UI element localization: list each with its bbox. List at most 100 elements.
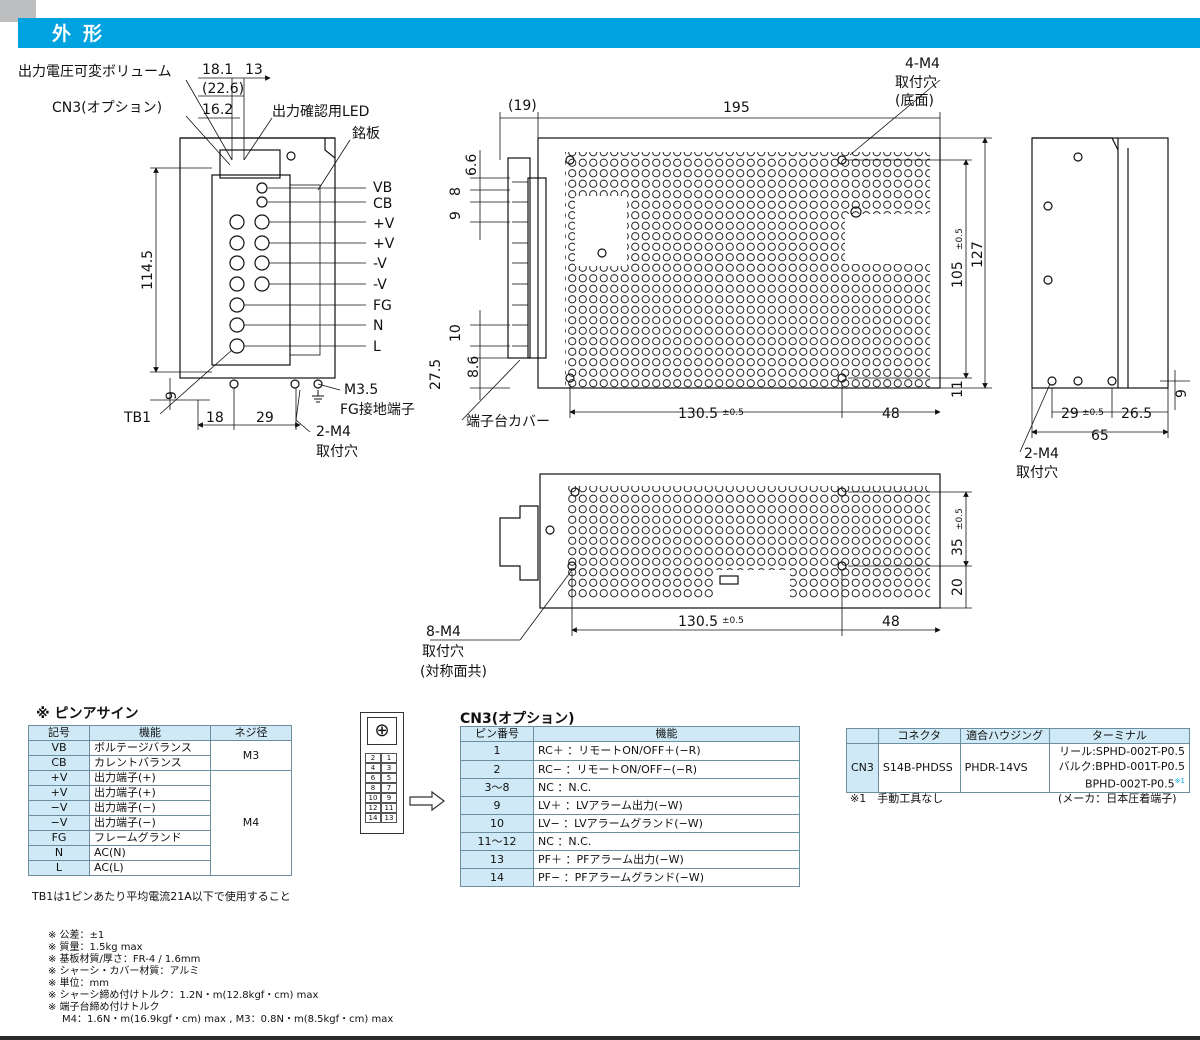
- label-mount-hole-front: 取付穴: [316, 444, 358, 460]
- pin-function: 出力端子(−): [89, 815, 211, 831]
- label-m3-5: M3.5: [344, 382, 378, 398]
- dim-13: 13: [245, 62, 263, 78]
- dim-130-5-bottom: 130.5: [678, 614, 718, 630]
- label-terminal-cover: 端子台カバー: [466, 414, 550, 430]
- notes-block: ※ 公差：±1 ※ 質量：1.5kg max ※ 基板材質/厚さ：FR-4 / …: [48, 930, 393, 1026]
- connector-pin: 7: [381, 783, 397, 793]
- dim-29-end-tol: ±0.5: [1082, 408, 1104, 418]
- terminal-screws: [229, 182, 270, 354]
- dim-130-5-side: 130.5: [678, 406, 718, 422]
- label-voltage-volume: 出力電圧可変ボリューム: [18, 63, 172, 80]
- col-header-function: 機能: [89, 725, 211, 741]
- connector-latch-icon: ⊕: [367, 717, 397, 745]
- label-cn3-option: CN3(オプション): [52, 100, 162, 116]
- pin-function: フレームグランド: [89, 830, 211, 846]
- dim-20: 20: [950, 578, 966, 596]
- cn3-function: LV＋ ：LVアラーム出力(−W): [533, 796, 800, 815]
- end-view: [1019, 137, 1190, 453]
- dim-35: 35: [950, 538, 966, 556]
- bottom-view-text: 35 ±0.5 20 130.5 ±0.5 48 8-M4 取付穴 (対称面共): [420, 508, 966, 680]
- terminal-part: BPHD-002T-P0.5: [1084, 777, 1175, 791]
- dim-8: 8: [448, 187, 464, 196]
- end-view-text: 9 29 ±0.5 26.5 65 2-M4 取付穴: [1016, 389, 1190, 481]
- connector-outline: ⊕ 2 1 4 3 6 5 8 7 10 9 12 11 14 13: [360, 712, 404, 834]
- cn3-function: NC ：N.C.: [533, 832, 800, 851]
- col-header-cn3-function: 機能: [533, 726, 800, 742]
- pin-symbol: FG: [28, 830, 90, 846]
- cn3-pin: 1: [460, 741, 534, 761]
- dim-130-5-bottom-tol: ±0.5: [722, 616, 744, 626]
- label-2-m4-end: 2-M4: [1024, 446, 1059, 462]
- col-header-symbol: 記号: [28, 725, 90, 741]
- connector-pin: 3: [381, 763, 397, 773]
- pin-assign-title: ※ ピンアサイン: [36, 706, 139, 722]
- connector-table: コネクタ 適合ハウジング ターミナル CN3 S14B-PHDSS PHDR-1…: [846, 728, 1191, 793]
- terminal-l: L: [373, 339, 381, 355]
- footnote-mark: ※1: [1174, 777, 1185, 785]
- pin-symbol: +V: [28, 785, 90, 801]
- dim-8-6: 8.6: [466, 356, 482, 378]
- dim-114-5: 114.5: [140, 250, 156, 290]
- terminal-cb: CB: [373, 196, 392, 212]
- front-view: [150, 75, 366, 433]
- label-mount-hole-end: 取付穴: [1016, 465, 1058, 481]
- section-title: 外形: [52, 23, 115, 45]
- cn3-table-title: CN3(オプション): [460, 711, 575, 727]
- label-mount-hole-side: 取付穴: [895, 75, 937, 91]
- dim-65: 65: [1091, 428, 1109, 444]
- connector-pin: 14: [365, 813, 381, 823]
- label-2-m4-front: 2-M4: [316, 424, 351, 440]
- cn3-function: RC− ：リモートON/OFF−(−R): [533, 760, 800, 779]
- dim-10: 10: [448, 324, 464, 342]
- connector-pin: 12: [365, 803, 381, 813]
- connector-header-row: コネクタ 適合ハウジング ターミナル: [846, 728, 1191, 744]
- connector-pin-grid: 2 1 4 3 6 5 8 7 10 9 12 11 14 13: [365, 753, 397, 823]
- connector-pin: 10: [365, 793, 381, 803]
- dim-29: 29: [256, 410, 274, 426]
- note-line: ※ シャーシ締め付けトルク：1.2N・m(12.8kgf・cm) max: [48, 990, 319, 1001]
- connector-pin: 1: [381, 753, 397, 763]
- col-header-screw: ネジ径: [210, 725, 292, 741]
- pin-symbol: −V: [28, 815, 90, 831]
- terminal-minus-v-1: -V: [373, 256, 387, 272]
- col-header-connector: コネクタ: [877, 728, 961, 744]
- note-line: ※ シャーシ・カバー材質：アルミ: [48, 966, 200, 977]
- dim-9-end: 9: [1174, 389, 1190, 398]
- pin-function: 出力端子(−): [89, 800, 211, 816]
- pin-function: カレントバランス: [89, 755, 211, 771]
- dim-48-side: 48: [882, 406, 900, 422]
- col-header-pin-number: ピン番号: [460, 726, 534, 742]
- label-8-m4: 8-M4: [426, 624, 461, 640]
- pin-assign-header-row: 記号 機能 ネジ径: [28, 725, 292, 741]
- pin-function: AC(L): [89, 860, 211, 876]
- note-line: ※ 公差：±1: [48, 930, 105, 941]
- dim-195: 195: [723, 100, 750, 116]
- dim-26-5: 26.5: [1121, 406, 1152, 422]
- dim-48-bottom: 48: [882, 614, 900, 630]
- connector-pin: 2: [365, 753, 381, 763]
- connector-part: S14B-PHDSS: [877, 743, 961, 793]
- connector-pin: 11: [381, 803, 397, 813]
- connector-name: CN3: [846, 743, 879, 793]
- label-4-m4: 4-M4: [905, 56, 940, 72]
- dim-29-end: 29: [1061, 406, 1079, 422]
- arrow-right-icon: [409, 790, 445, 812]
- pin-symbol: −V: [28, 800, 90, 816]
- label-nameplate: 銘板: [352, 126, 380, 142]
- col-header-housing: 適合ハウジング: [959, 728, 1050, 744]
- table-row: CN3 S14B-PHDSS PHDR-14VS リール:SPHD-002T-P…: [846, 743, 1191, 793]
- dim-6-6: 6.6: [464, 154, 480, 176]
- header-corner-tab: [0, 0, 36, 22]
- note-line: ※ 基板材質/厚さ：FR-4 / 1.6mm: [48, 954, 201, 965]
- terminal-part: リール:SPHD-002T-P0.5: [1059, 745, 1185, 758]
- label-symmetric: (対称面共): [420, 664, 487, 680]
